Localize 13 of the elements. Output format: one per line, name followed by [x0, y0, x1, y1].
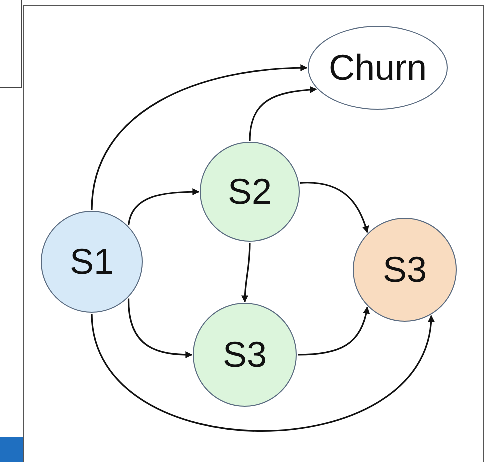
state-label: S1 — [70, 244, 114, 280]
arrow — [298, 306, 370, 356]
arrow — [128, 188, 200, 226]
state-label: S3 — [222, 337, 268, 373]
arrow — [242, 242, 251, 303]
arrow — [300, 182, 370, 234]
arrow — [91, 314, 434, 432]
arrow — [91, 64, 308, 210]
arrow — [249, 86, 318, 142]
state-label: S3 — [382, 252, 428, 288]
state-label: S2 — [228, 174, 272, 210]
arrow — [128, 298, 193, 358]
state-label: Churn — [328, 50, 428, 86]
